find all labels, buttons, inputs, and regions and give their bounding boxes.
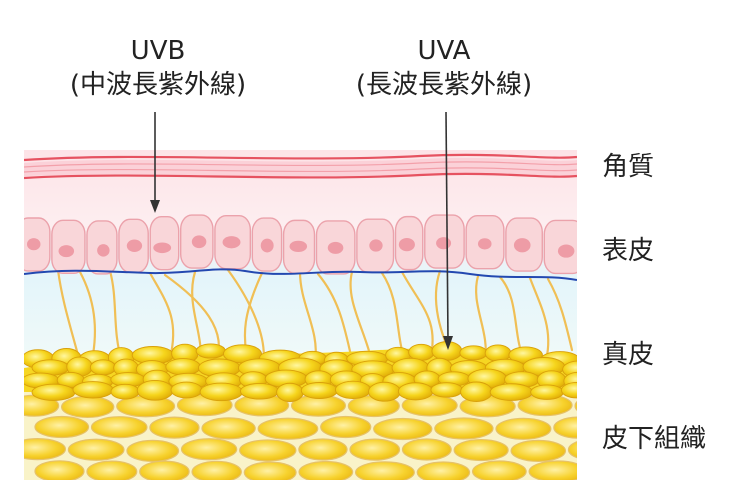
- uva-arrow: [443, 111, 453, 350]
- layer-label-stratum-corneum: 角質: [602, 152, 655, 182]
- basal-membrane-line: [24, 268, 577, 281]
- uvb-arrow: [150, 112, 160, 213]
- uvb-label: UVB (中波長紫外線): [40, 34, 276, 102]
- uvb-name: UVB: [130, 36, 186, 66]
- epidermis-cells: [24, 214, 577, 275]
- dermis-fat-cells: [24, 341, 577, 402]
- uvb-description: (中波長紫外線): [69, 70, 247, 100]
- stratum-corneum-layer: [24, 153, 577, 180]
- uva-label: UVA (長波長紫外線): [326, 34, 562, 102]
- subcutaneous-tissue: [24, 388, 577, 480]
- layer-label-dermis: 真皮: [602, 340, 655, 370]
- uva-name: UVA: [417, 36, 471, 66]
- uva-description: (長波長紫外線): [355, 70, 533, 100]
- layer-label-subcutaneous: 皮下組織: [602, 424, 707, 454]
- layer-label-epidermis: 表皮: [602, 236, 655, 266]
